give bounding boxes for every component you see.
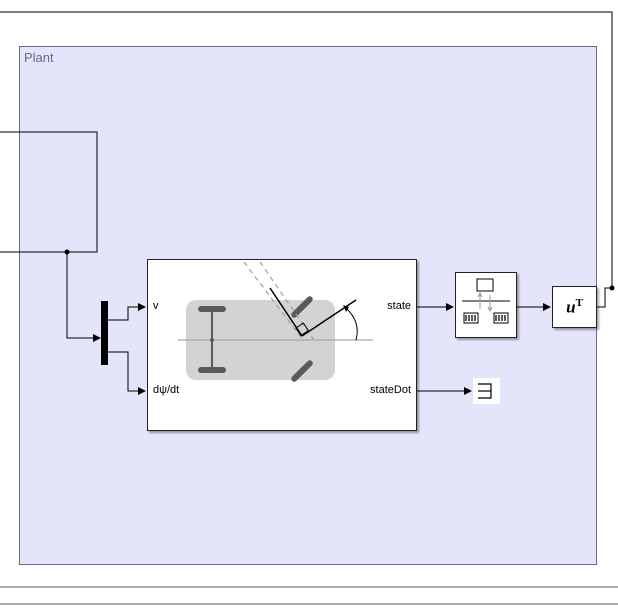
line-dpsi <box>108 351 146 395</box>
line-to-mux <box>66 252 101 342</box>
vehicle-icon <box>178 261 373 382</box>
unbuffer-icon <box>462 278 510 324</box>
outer-top-line <box>0 11 613 288</box>
branch-point-right <box>609 285 615 291</box>
output-label-state: state <box>387 300 411 312</box>
plant-subsystem-label: Plant <box>24 50 54 65</box>
transpose-superscript: T <box>575 297 583 309</box>
feedback-line-top <box>0 131 98 253</box>
transpose-label: uT <box>553 297 596 318</box>
line-out <box>597 287 612 308</box>
input-label-v: v <box>153 300 159 312</box>
input-label-dpsi: dψ/dt <box>153 384 180 396</box>
output-label-statedot: stateDot <box>370 384 411 396</box>
transpose-base: u <box>566 297 576 317</box>
vehicle-body-block[interactable]: v dψ/dt state stateDot <box>147 259 417 431</box>
terminator-icon <box>478 383 492 399</box>
terminator-block[interactable] <box>473 378 500 404</box>
mux-block[interactable] <box>101 301 108 365</box>
line-v <box>108 303 146 321</box>
transpose-block[interactable]: uT <box>552 286 597 328</box>
unbuffer-block[interactable] <box>455 272 517 338</box>
